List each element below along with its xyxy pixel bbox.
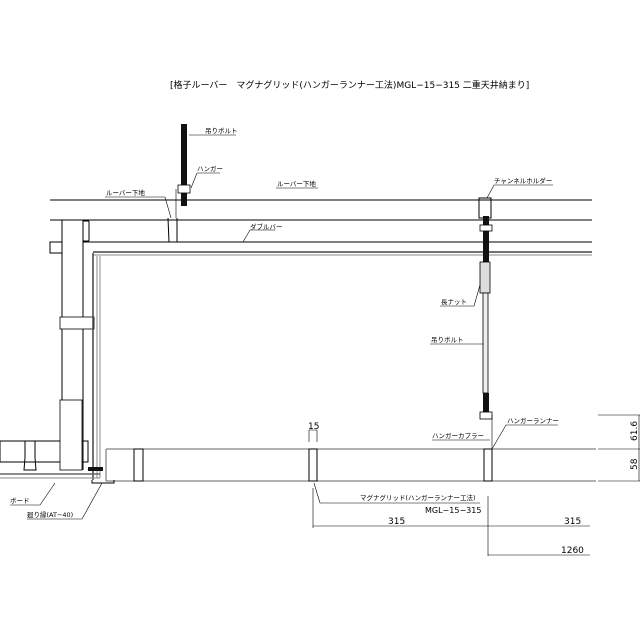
dim-height-fin: 58	[630, 458, 640, 470]
hanging-bolt-left	[175, 124, 191, 218]
dim-fin-width: 15	[308, 422, 319, 432]
annotations: 吊りボルト ハンガー ルーバー下地 ルーバー下地 ダブルバー チャンネルホルダー…	[10, 127, 559, 520]
dim-pitch-right: 315	[564, 517, 581, 527]
dim-pitch-left: 315	[388, 517, 405, 527]
dim-height-upper: 61.6	[630, 421, 640, 441]
label-hanging-bolt-top: 吊りボルト	[205, 127, 238, 135]
label-louver-base-right: ルーバー下地	[277, 179, 316, 188]
label-hanger-runner: ハンガーランナー	[507, 416, 559, 425]
label-louver-base-left: ルーバー下地	[106, 188, 145, 197]
label-channel-holder: チャンネルホルダー	[494, 176, 552, 185]
louver-base-structure	[49, 199, 592, 480]
label-long-nut: 長ナット	[441, 298, 467, 306]
dim-total: 1260	[561, 546, 584, 556]
label-product-code: MGL−15−315	[425, 506, 481, 515]
existing-ceiling	[0, 399, 115, 484]
dimensions: 15 61.6 58 315 315 1260	[308, 414, 640, 556]
label-product-name: マグナグリッド(ハンガーランナー工法)	[360, 493, 476, 502]
label-hanger-coupler: ハンガーカプラー	[432, 431, 484, 440]
label-edge-trim: 廻り縁(AT−40)	[27, 510, 73, 519]
label-double-bar: ダブルバー	[250, 222, 283, 231]
magna-grid	[105, 448, 596, 482]
label-board: ボード	[10, 497, 30, 505]
label-hanger: ハンガー	[197, 164, 223, 173]
hanging-bolt-right	[478, 197, 493, 449]
label-hanging-bolt-mid: 吊りボルト	[431, 336, 464, 344]
drawing-title: [格子ルーバー マグナグリッド(ハンガーランナー工法)MGL−15−315 二重…	[170, 79, 529, 91]
